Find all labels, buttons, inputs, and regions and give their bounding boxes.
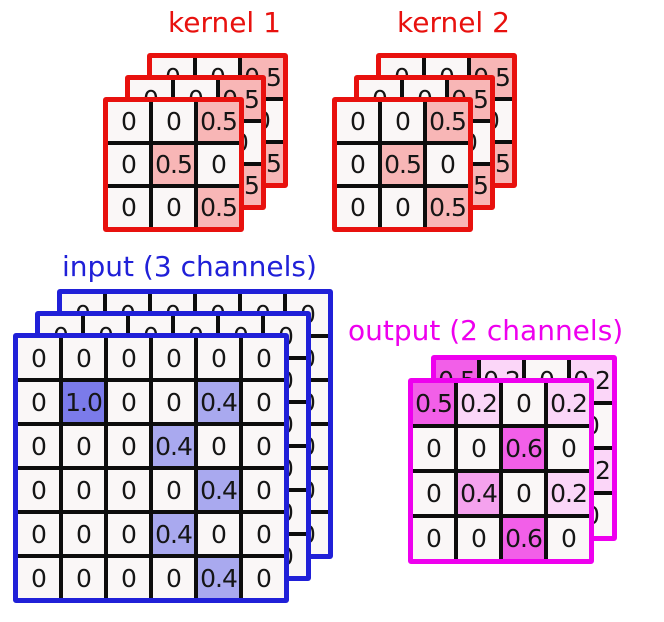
grid-cell: 0: [108, 338, 149, 378]
grid-cell: 0: [108, 426, 149, 466]
grid-cell: 0: [382, 188, 423, 227]
grid-cell: 0: [108, 145, 149, 184]
grid-cell: 0: [243, 338, 284, 378]
grid-cell: 0.5: [413, 383, 454, 424]
grid-cell: 0: [153, 382, 194, 422]
grid-cell: 0: [198, 338, 239, 378]
grid-cell: 0: [108, 558, 149, 598]
grid-cell: 0: [18, 470, 59, 510]
grid-cell: 0: [108, 514, 149, 554]
grid-cell: 0: [18, 338, 59, 378]
grid-cell: 0: [63, 558, 104, 598]
grid-cell: 0.6: [503, 428, 544, 469]
grid-cell: 0: [153, 558, 194, 598]
output-title: output (2 channels): [348, 314, 624, 347]
grid-cell: 0: [458, 428, 499, 469]
grid-cell: 0: [63, 514, 104, 554]
grid-cell: 0.5: [198, 188, 239, 227]
grid-cell: 0: [413, 518, 454, 559]
grid-cell: 0.5: [382, 145, 423, 184]
grid-cell: 0: [108, 102, 149, 141]
grid-cell: 0.4: [153, 426, 194, 466]
grid-cell: 0: [108, 470, 149, 510]
grid-cell: 0: [198, 145, 239, 184]
grid-cell: 0.5: [427, 188, 468, 227]
grid-cell: 0: [337, 102, 378, 141]
grid-cell: 0: [243, 470, 284, 510]
grid-cell: 0.4: [198, 382, 239, 422]
grid-cell: 0.5: [427, 102, 468, 141]
grid-cell: 0: [243, 558, 284, 598]
grid-cell: 0: [153, 102, 194, 141]
kernel1-title: kernel 1: [168, 6, 281, 39]
grid-cell: 0: [413, 473, 454, 514]
grid-cell: 0: [243, 426, 284, 466]
grid-cell: 0: [18, 382, 59, 422]
grid-cell: 0: [63, 426, 104, 466]
grid-cell: 0: [337, 188, 378, 227]
grid-cell: 0: [18, 558, 59, 598]
grid-cell: 0: [63, 338, 104, 378]
grid-cell: 0: [198, 514, 239, 554]
grid-cell: 0: [337, 145, 378, 184]
grid-cell: 0: [243, 514, 284, 554]
grid-cell: 0.4: [198, 470, 239, 510]
grid-cell: 0: [382, 102, 423, 141]
grid-cell: 0: [153, 470, 194, 510]
grid-cell: 0.4: [458, 473, 499, 514]
grid-cell: 0: [413, 428, 454, 469]
grid-cell: 0: [18, 514, 59, 554]
grid-cell: 0: [63, 470, 104, 510]
grid-cell: 0: [108, 382, 149, 422]
grid-cell: 0.2: [548, 383, 589, 424]
grid-cell: 0: [153, 188, 194, 227]
grid-cell: 0.4: [198, 558, 239, 598]
grid-cell: 0: [198, 426, 239, 466]
grid-cell: 0: [503, 383, 544, 424]
grid-cell: 0: [548, 428, 589, 469]
grid-cell: 0: [243, 382, 284, 422]
input-title: input (3 channels): [62, 250, 317, 283]
grid-cell: 0.6: [503, 518, 544, 559]
grid-cell: 0.2: [458, 383, 499, 424]
grid-cell: 0: [153, 338, 194, 378]
grid-cell: 0: [458, 518, 499, 559]
grid-cell: 1.0: [63, 382, 104, 422]
grid-cell: 0.4: [153, 514, 194, 554]
grid-cell: 0.2: [548, 473, 589, 514]
grid-cell: 0.5: [153, 145, 194, 184]
grid-cell: 0.5: [198, 102, 239, 141]
grid-cell: 0: [503, 473, 544, 514]
grid-cell: 0: [108, 188, 149, 227]
grid-cell: 0: [427, 145, 468, 184]
grid-cell: 0: [18, 426, 59, 466]
kernel2-title: kernel 2: [397, 6, 510, 39]
grid-cell: 0: [548, 518, 589, 559]
